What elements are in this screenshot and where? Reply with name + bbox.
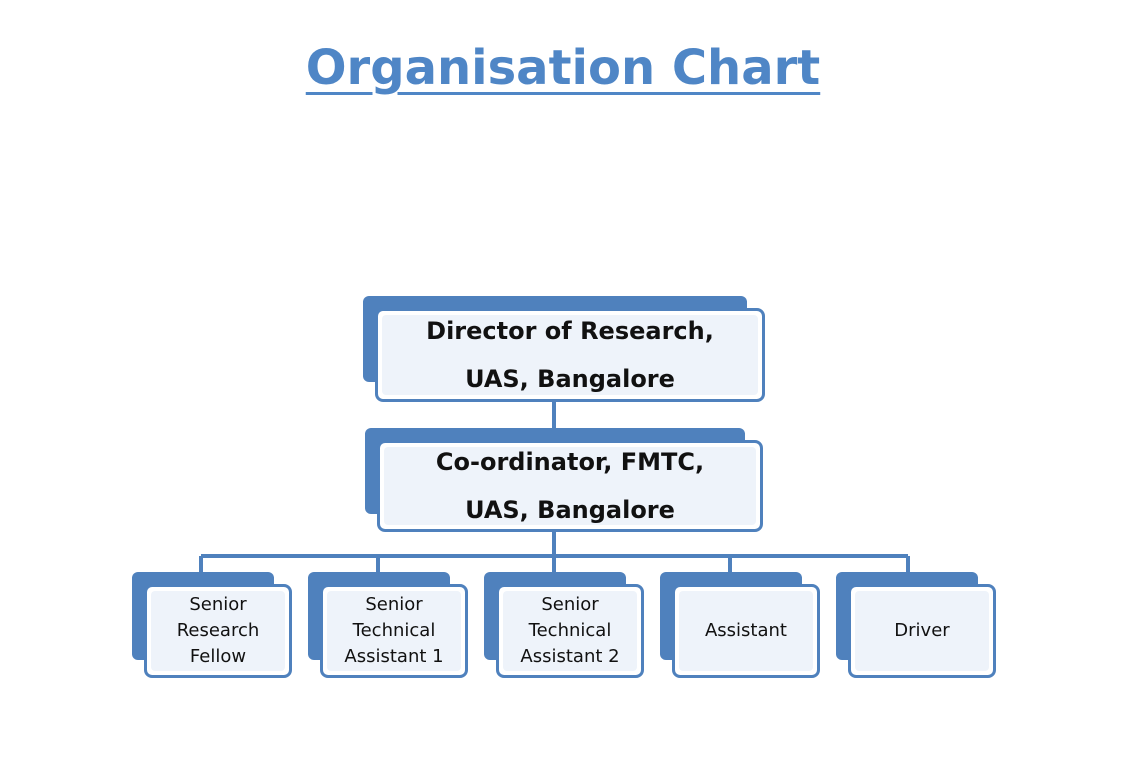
node-staff-3-line-2: Technical xyxy=(528,620,612,641)
node-staff-4-line-1: Assistant xyxy=(704,620,787,641)
node-director: Director of Research, UAS, Bangalore xyxy=(363,296,765,402)
node-coordinator: Co-ordinator, FMTC, UAS, Bangalore xyxy=(365,428,763,532)
node-director-line-2: UAS, Bangalore xyxy=(465,365,675,393)
node-director-line-1: Director of Research, xyxy=(426,317,714,345)
node-senior-technical-assistant-1: Senior Technical Assistant 1 xyxy=(308,572,468,678)
node-staff-1-line-1: Senior xyxy=(189,594,247,615)
node-staff-2-line-2: Technical xyxy=(352,620,436,641)
page-title: Organisation Chart xyxy=(305,40,821,96)
node-staff-5-line-1: Driver xyxy=(894,620,950,641)
node-staff-2-line-3: Assistant 1 xyxy=(344,646,444,667)
node-staff-2-line-1: Senior xyxy=(365,594,423,615)
node-staff-3-line-3: Assistant 2 xyxy=(520,646,620,667)
node-staff-3-line-1: Senior xyxy=(541,594,599,615)
node-staff-1-line-3: Fellow xyxy=(189,646,247,667)
node-coordinator-line-1: Co-ordinator, FMTC, xyxy=(435,448,705,476)
node-staff-1-line-2: Research xyxy=(176,620,260,641)
node-coordinator-line-2: UAS, Bangalore xyxy=(465,496,675,524)
node-senior-research-fellow: Senior Research Fellow xyxy=(132,572,292,678)
node-driver: Driver xyxy=(836,572,996,678)
node-assistant: Assistant xyxy=(660,572,820,678)
node-senior-technical-assistant-2: Senior Technical Assistant 2 xyxy=(484,572,644,678)
